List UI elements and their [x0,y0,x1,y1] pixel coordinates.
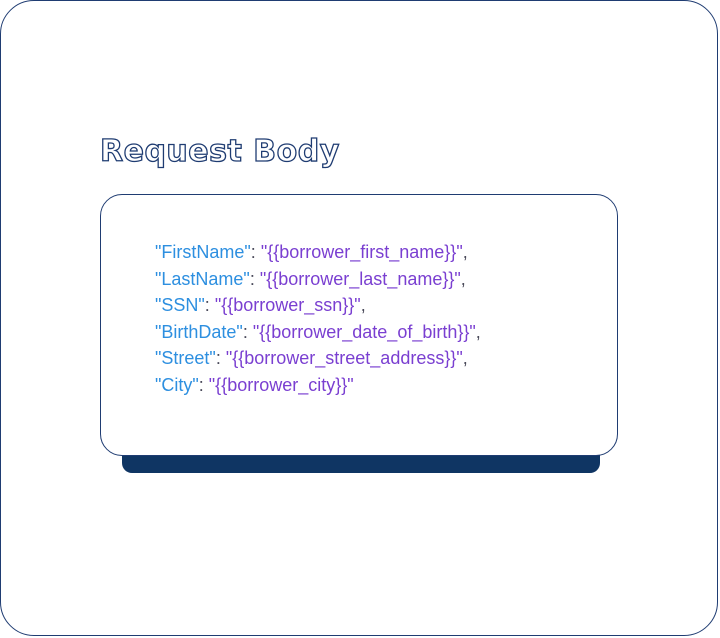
request-body-code-card: "FirstName": "{{borrower_first_name}}", … [100,194,618,456]
code-value: "{{borrower_city}}" [208,374,354,395]
code-separator: : [204,295,215,315]
code-trailing-comma: , [462,348,468,368]
code-line-street: "Street": "{{borrower_street_address}}", [155,345,481,372]
code-separator: : [198,374,209,395]
code-separator: : [215,348,226,368]
code-trailing-comma: , [460,268,466,289]
code-value: "{{borrower_last_name}}" [259,268,461,289]
code-card-shadow [122,455,600,473]
code-key: "SSN" [155,295,205,315]
code-trailing-comma: , [462,242,468,262]
code-value: "{{borrower_street_address}}" [225,348,463,368]
code-line-ssn: "SSN": "{{borrower_ssn}}", [155,292,481,319]
section-title: Request Body [99,133,340,169]
code-separator: : [242,321,253,342]
code-separator: : [250,242,261,262]
code-separator: : [249,268,260,289]
code-key: "City" [155,374,199,395]
request-body-code: "FirstName": "{{borrower_first_name}}", … [155,239,481,398]
code-line-first-name: "FirstName": "{{borrower_first_name}}", [155,239,481,266]
code-line-birth-date: "BirthDate": "{{borrower_date_of_birth}}… [155,319,481,346]
code-key: "Street" [155,348,216,368]
code-value: "{{borrower_ssn}}" [214,295,361,315]
code-value: "{{borrower_date_of_birth}}" [252,321,476,342]
code-key: "LastName" [155,268,250,289]
code-key: "BirthDate" [155,321,243,342]
code-trailing-comma: , [475,321,481,342]
code-trailing-comma: , [360,295,366,315]
code-line-last-name: "LastName": "{{borrower_last_name}}", [155,266,481,293]
code-line-city: "City": "{{borrower_city}}" [155,372,481,399]
code-key: "FirstName" [155,242,251,262]
code-value: "{{borrower_first_name}}" [260,242,463,262]
